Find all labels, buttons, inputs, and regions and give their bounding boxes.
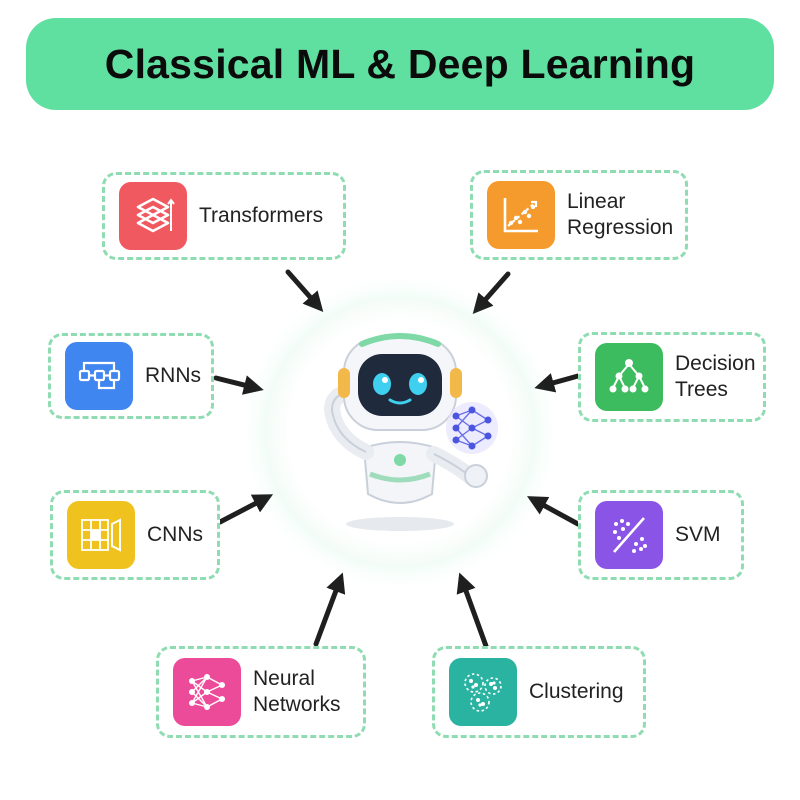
arrow-neural-networks: [313, 572, 346, 647]
node-cnns: CNNs: [50, 490, 220, 580]
network-icon: [173, 658, 241, 726]
node-label: Decision Trees: [675, 352, 756, 401]
node-clustering: Clustering: [432, 646, 646, 738]
node-linear-regression: Linear Regression: [470, 170, 688, 260]
layers-icon: [119, 182, 187, 250]
node-svm: SVM: [578, 490, 744, 580]
arrow-clustering: [456, 572, 489, 649]
node-label: Linear Regression: [567, 190, 674, 239]
node-label: Clustering: [529, 680, 624, 703]
trend-chart-icon: [487, 181, 555, 249]
node-transformers: Transformers: [102, 172, 346, 260]
robot-mascot-icon: [323, 333, 498, 531]
node-label: Neural Networks: [253, 667, 341, 716]
node-label: RNNs: [145, 364, 201, 387]
arrow-cnns: [217, 494, 274, 525]
node-label: SVM: [675, 523, 721, 546]
node-rnns: RNNs: [48, 333, 214, 419]
node-label: Transformers: [199, 204, 324, 227]
node-label: CNNs: [147, 523, 203, 546]
arrow-rnns: [213, 375, 264, 395]
arrow-linear-regression: [472, 271, 511, 314]
loop-flow-icon: [65, 342, 133, 410]
arrow-decision-trees: [534, 373, 581, 393]
tree-icon: [595, 343, 663, 411]
node-neural-networks: Neural Networks: [156, 646, 366, 738]
title-banner: Classical ML & Deep Learning: [26, 18, 774, 110]
node-decision-trees: Decision Trees: [578, 332, 766, 422]
arrow-svm: [526, 496, 581, 527]
scatter-split-icon: [595, 501, 663, 569]
clusters-icon: [449, 658, 517, 726]
arrow-transformers: [285, 269, 324, 312]
page-title: Classical ML & Deep Learning: [104, 40, 696, 87]
grid-filter-icon: [67, 501, 135, 569]
